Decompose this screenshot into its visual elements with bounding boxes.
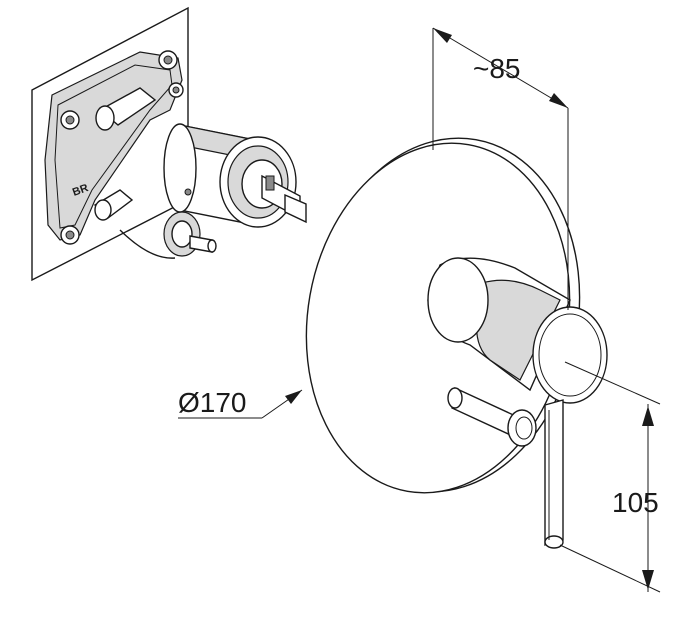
valve-spindle: [261, 174, 307, 224]
mixer-lever: [544, 399, 564, 549]
mounting-screw: [60, 225, 80, 245]
cartridge-housing: [163, 123, 297, 228]
depth-dimension: ~85: [432, 27, 569, 310]
mixer-handle-body: [427, 257, 608, 404]
outlet-fitting: [163, 211, 217, 257]
height-dimension: 105: [559, 361, 661, 593]
mounting-screw: [168, 82, 184, 98]
mounting-screw: [158, 50, 178, 70]
rough-in-valve-assembly: BR: [31, 6, 307, 282]
body-marking: BR: [71, 182, 90, 199]
diameter-dimension: Ø170: [178, 387, 303, 419]
diverter-knob: [447, 386, 537, 447]
diameter-dimension-label: Ø170: [178, 387, 247, 418]
height-dimension-label: 105: [612, 487, 659, 518]
depth-dimension-label: ~85: [473, 53, 521, 84]
trim-assembly: [305, 137, 608, 549]
mounting-screw: [60, 110, 80, 130]
